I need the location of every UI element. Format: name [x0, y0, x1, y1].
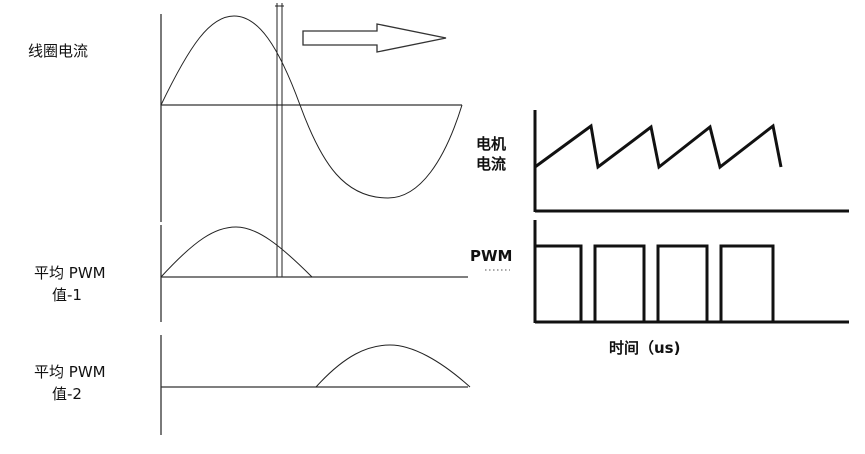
avg-pwm-2-label-line2: 值-2 [52, 385, 82, 403]
motor-current-label-line1: 电机 [476, 135, 506, 153]
left-panel: 线圈电流 平均 PWM 值-1 平均 PWM 值-2 [28, 3, 471, 435]
motor-current-chart [533, 110, 849, 213]
time-cursor [275, 3, 284, 277]
direction-arrow-icon [302, 23, 447, 53]
coil-current-chart [160, 14, 463, 222]
pwm-label: PWM [470, 247, 512, 265]
pwm-chart [533, 220, 849, 324]
avg-pwm-2-label-line1: 平均 PWM [34, 363, 106, 381]
avg-pwm-1-chart [160, 225, 468, 322]
avg-pwm-1-label-line1: 平均 PWM [34, 264, 106, 282]
avg-pwm-1-hump [160, 226, 313, 278]
pwm-square-wave [535, 244, 775, 324]
coil-current-label: 线圈电流 [28, 42, 88, 60]
coil-current-sine-wave [160, 15, 463, 199]
motor-current-label-line2: 电流 [476, 155, 506, 173]
avg-pwm-2-chart [160, 335, 471, 435]
time-axis-label: 时间（us) [609, 339, 680, 357]
motor-current-sawtooth [534, 123, 783, 170]
avg-pwm-1-label-line2: 值-1 [52, 286, 82, 304]
right-panel: 电机 电流 PWM 时间（us) [470, 110, 849, 357]
avg-pwm-2-hump [315, 344, 471, 388]
